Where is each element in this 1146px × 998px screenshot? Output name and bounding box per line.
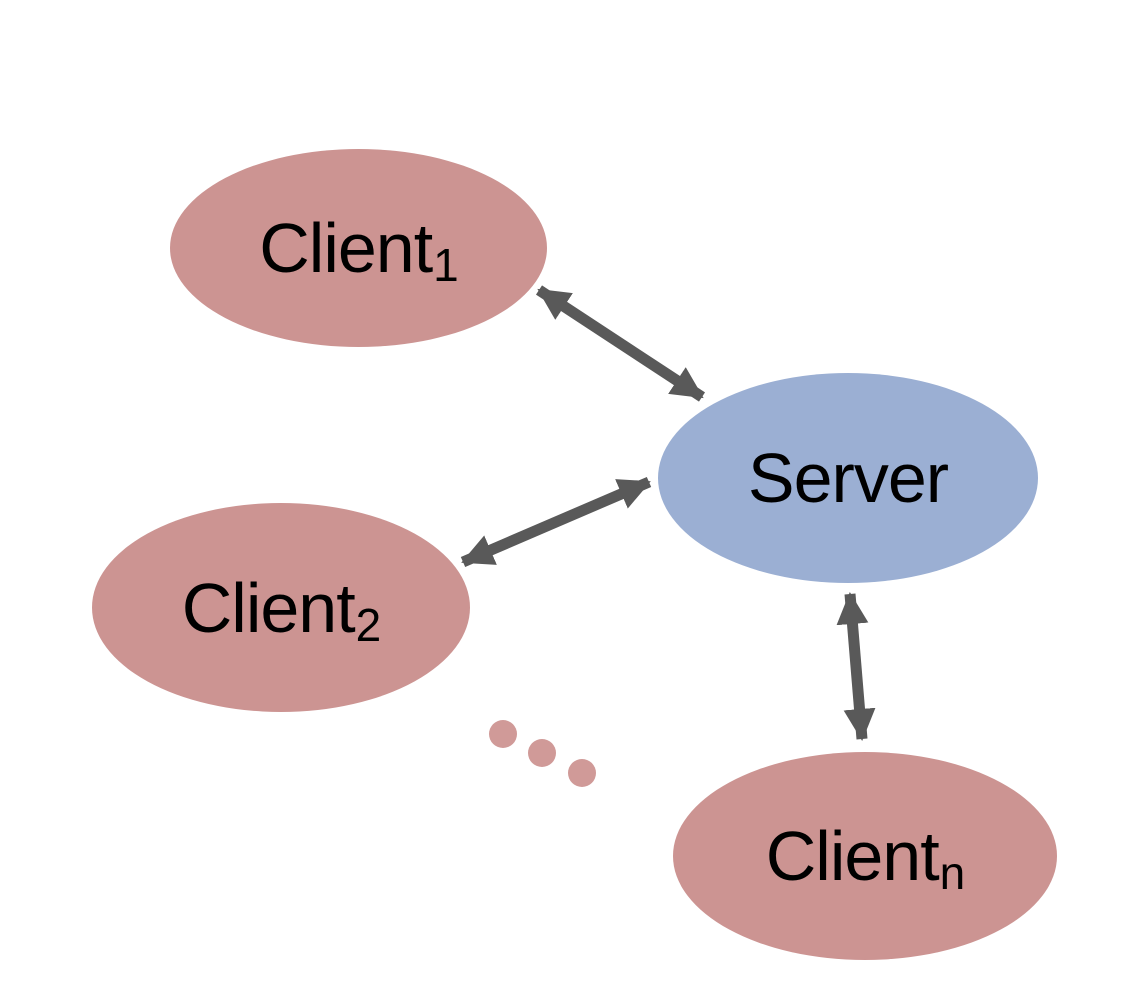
- node-clientn-label: Client: [765, 817, 940, 895]
- ellipsis-dot: [568, 759, 596, 787]
- node-server-label: Server: [747, 439, 949, 517]
- node-clientn-subscript: n: [939, 847, 966, 900]
- node-client2-label: Client: [181, 568, 356, 647]
- node-client1-label: Client: [259, 209, 433, 287]
- node-server: Server: [658, 373, 1038, 583]
- arrow-client1-server: [535, 285, 706, 402]
- node-client2-subscript: 2: [355, 598, 382, 651]
- node-client1-subscript: 1: [433, 239, 459, 292]
- ellipsis-dot: [528, 739, 556, 767]
- ellipsis-dot: [489, 720, 517, 748]
- arrow-server-clientn: [836, 592, 876, 741]
- arrow-client2-server: [460, 476, 652, 568]
